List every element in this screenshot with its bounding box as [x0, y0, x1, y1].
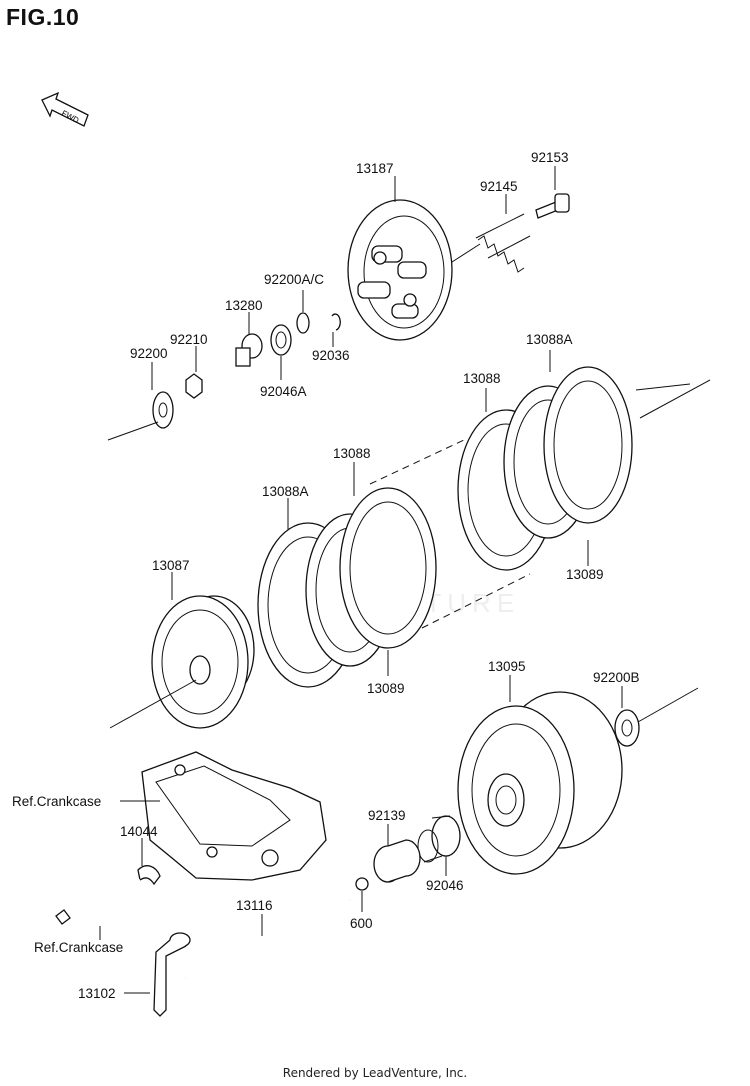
callout-ref-crankcase-2: Ref.Crankcase [34, 940, 123, 955]
needle-bearing-92046 [417, 815, 461, 863]
clutch-hub-13087 [151, 595, 255, 729]
callout-13088a-top: 13088A [526, 332, 573, 347]
circlip-92036 [331, 313, 341, 331]
clutch-housing-13095 [457, 691, 623, 875]
callout-92200b: 92200B [593, 670, 640, 685]
bolt-92153 [535, 193, 570, 219]
bolt-crankcase [55, 878, 141, 925]
callout-92046a: 92046A [260, 384, 307, 399]
nut-92210 [185, 373, 203, 399]
callout-13116: 13116 [236, 898, 273, 913]
callout-92200: 92200 [130, 346, 168, 361]
steel-ball-600 [355, 877, 369, 891]
callout-13089-mid: 13089 [367, 681, 405, 696]
callout-13102: 13102 [78, 986, 116, 1001]
spring-92145 [475, 213, 531, 273]
footer-credit: Rendered by LeadVenture, Inc. [282, 1066, 468, 1080]
callout-13088-top: 13088 [463, 371, 501, 386]
callout-92145: 92145 [480, 179, 518, 194]
collar-92139 [373, 839, 421, 883]
callout-ref-crankcase-1: Ref.Crankcase [12, 794, 101, 809]
callout-13088-mid: 13088 [333, 446, 371, 461]
callout-14044: 14044 [120, 824, 158, 839]
release-shaft-13102 [153, 932, 191, 1017]
fwd-arrow-icon: FWD [41, 91, 89, 127]
callout-92210: 92210 [170, 332, 208, 347]
callout-92046: 92046 [426, 878, 464, 893]
callout-13187: 13187 [356, 161, 394, 176]
callout-13088a-mid: 13088A [262, 484, 309, 499]
washer-92200ac [296, 312, 310, 334]
push-rod-13116 [185, 898, 351, 980]
callout-13089-right: 13089 [566, 567, 604, 582]
clutch-plate-stack-middle [257, 487, 437, 688]
clamp-14044 [137, 865, 161, 886]
crankcase-ref [141, 751, 327, 881]
washer-92200b [614, 709, 640, 747]
callout-13087: 13087 [152, 558, 190, 573]
bearing-92046a [270, 324, 292, 356]
clutch-plate-stack-right [457, 366, 633, 571]
pressure-plate-13187 [347, 199, 453, 341]
callout-13095: 13095 [488, 659, 526, 674]
callout-13280: 13280 [225, 298, 263, 313]
pusher-13280 [235, 333, 263, 367]
callout-92153: 92153 [531, 150, 569, 165]
washer-92200 [152, 391, 174, 429]
callout-600: 600 [350, 916, 373, 931]
callout-92139: 92139 [368, 808, 406, 823]
figure-title: FIG.10 [6, 4, 80, 30]
callout-92200ac: 92200A/C [264, 272, 324, 287]
callout-92036: 92036 [312, 348, 350, 363]
